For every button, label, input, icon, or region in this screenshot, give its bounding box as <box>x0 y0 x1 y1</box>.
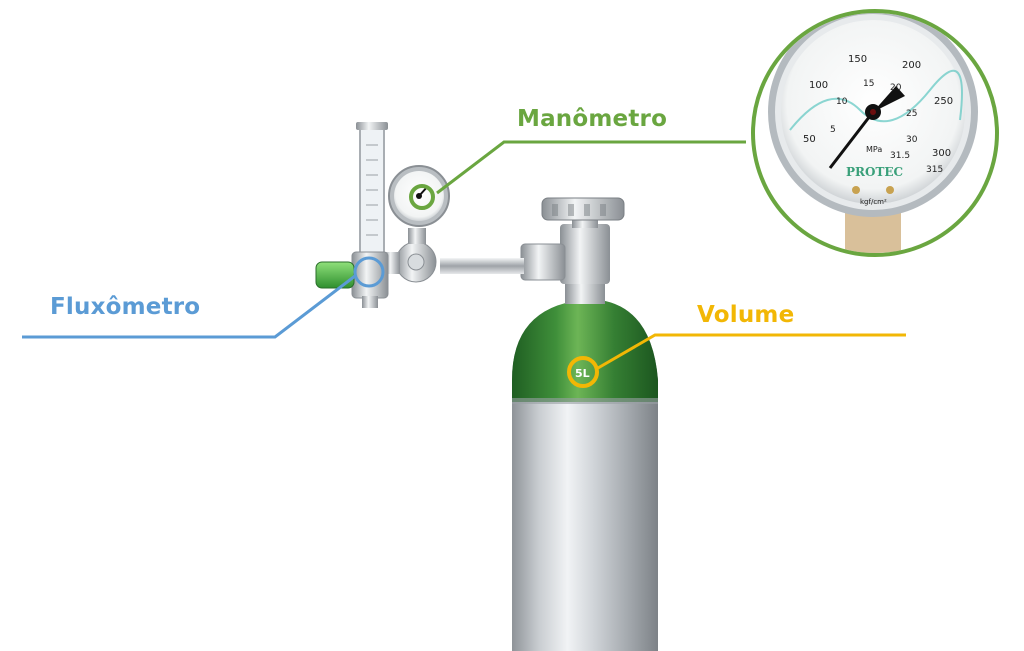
oxygen-cylinder <box>512 282 658 651</box>
gauge-outer-50: 50 <box>803 134 816 145</box>
gauge-inner-10: 10 <box>836 97 848 107</box>
cylinder-valve <box>520 197 625 284</box>
gauge-outer-100: 100 <box>809 80 828 91</box>
callout-fluxometro <box>22 256 385 339</box>
flowmeter <box>315 122 389 308</box>
gauge-inner-20: 20 <box>890 83 902 93</box>
label-volume: Volume <box>697 302 795 328</box>
regulator <box>384 228 524 283</box>
gauge-outer-315: 315 <box>926 165 943 175</box>
gauge-outer-200: 200 <box>902 60 921 71</box>
callout-manometro <box>409 140 746 210</box>
cylinder-volume-mark: 5L <box>575 367 590 380</box>
callout-volume: 5L <box>567 333 906 388</box>
gauge-inner-5: 5 <box>830 125 836 135</box>
gauge-unit-mpa: MPa <box>866 145 882 154</box>
gauge-outer-300: 300 <box>932 148 951 159</box>
gauge-unit-kgf: kgf/cm² <box>860 198 887 206</box>
gauge-inner-15: 15 <box>863 79 874 89</box>
label-fluxometro: Fluxômetro <box>50 294 201 320</box>
gauge-inner-30: 30 <box>906 135 918 145</box>
gauge-zoom: 50 100 150 200 250 300 315 5 10 15 20 25… <box>751 9 999 257</box>
small-pressure-gauge <box>388 165 450 227</box>
gauge-outer-250: 250 <box>934 96 953 107</box>
gauge-brand: PROTEC <box>846 165 903 179</box>
label-manometro: Manômetro <box>517 106 668 132</box>
gauge-inner-25: 25 <box>906 109 917 119</box>
gauge-inner-31-5: 31.5 <box>890 151 910 161</box>
gauge-outer-150: 150 <box>848 54 867 65</box>
